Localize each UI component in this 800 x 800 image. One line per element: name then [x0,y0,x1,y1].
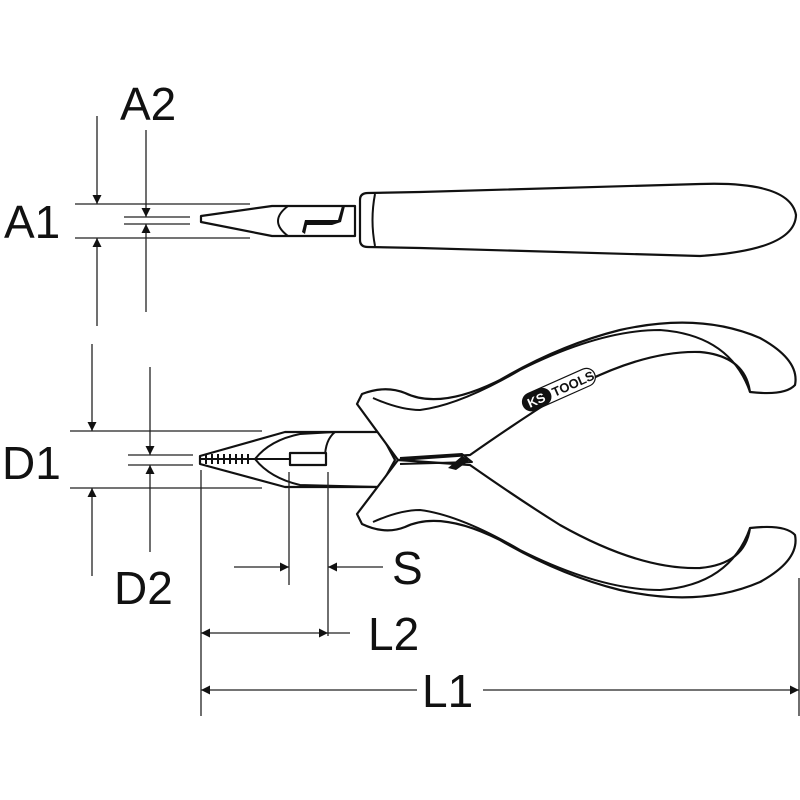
side-handle [358,182,798,258]
cutter [288,451,328,467]
label-l2: L2 [368,608,419,660]
top-view: KS TOOLS [70,321,800,716]
label-l1: L1 [422,665,473,717]
label-s: S [392,542,423,594]
label-a1: A1 [4,196,60,248]
label-d2: D2 [114,562,173,614]
label-d1: D1 [2,437,61,489]
svg-text:KS: KS [525,390,548,411]
side-view [75,116,798,326]
label-a2: A2 [120,78,176,130]
lower-handle [355,458,797,599]
